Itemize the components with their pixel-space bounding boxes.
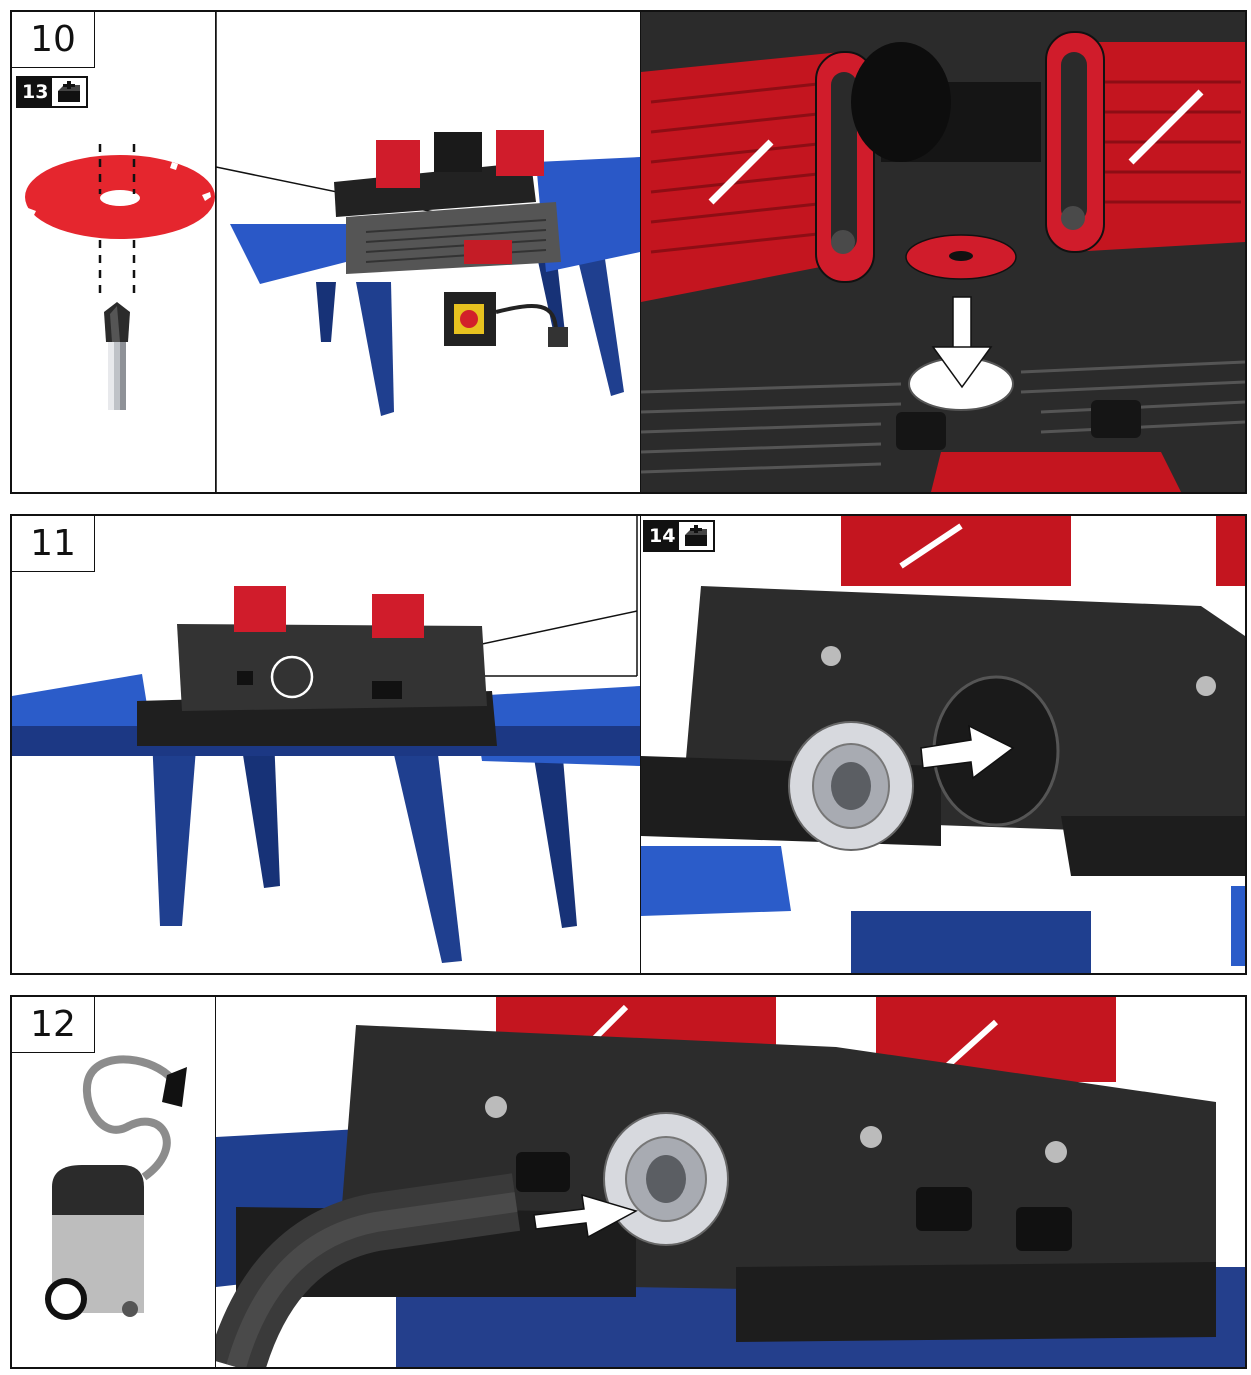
badge-number: 14 [649, 525, 676, 547]
router-table-fence-overview [12, 516, 641, 973]
arrow-icon [533, 1193, 638, 1239]
step-number: 12 [12, 997, 95, 1053]
accessory-badge: 14 [643, 520, 716, 552]
router-table-overview [216, 12, 641, 492]
step-10-panel: 10 13 [10, 10, 1247, 494]
vacuum-cleaner-icon [45, 1055, 187, 1320]
arrow-icon [931, 296, 993, 389]
parts-column [12, 12, 216, 492]
accessory-box-icon [52, 78, 87, 106]
insert-ring-icon [25, 155, 215, 243]
dust-adapter-detail-view [641, 516, 1245, 973]
badge-number: 13 [22, 81, 49, 103]
accessory-box-icon [679, 522, 714, 550]
step-11-panel: 11 14 [10, 514, 1247, 975]
router-bit-icon [104, 302, 130, 410]
step-number: 10 [12, 12, 95, 68]
vacuum-connection-view [216, 997, 1245, 1367]
step-12-panel: 12 [10, 995, 1247, 1369]
insert-detail-view [641, 12, 1245, 492]
step-number: 11 [12, 516, 95, 572]
vacuum-column [12, 997, 216, 1367]
arrow-icon [920, 724, 1015, 780]
accessory-badge: 13 [16, 76, 89, 108]
